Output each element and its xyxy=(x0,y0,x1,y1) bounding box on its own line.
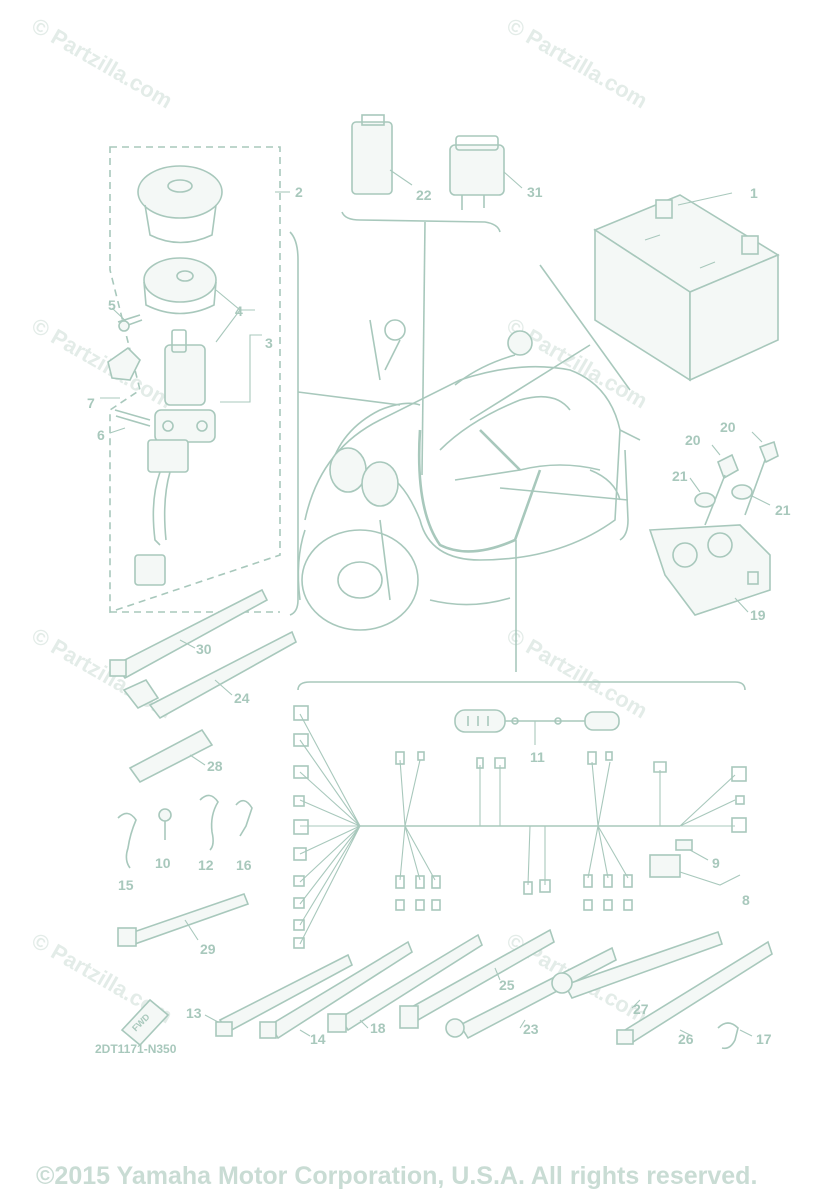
callout-29: 29 xyxy=(200,941,216,957)
callout-5: 5 xyxy=(108,297,116,313)
main-switch-body xyxy=(164,344,206,406)
tie-24 xyxy=(148,630,298,720)
callout-28: 28 xyxy=(207,758,223,774)
callout-19: 19 xyxy=(750,607,766,623)
bolt-20b xyxy=(758,440,779,464)
callout-26: 26 xyxy=(678,1031,694,1047)
callout-17: 17 xyxy=(756,1031,772,1047)
relay-22 xyxy=(351,121,393,195)
relays xyxy=(341,114,523,476)
callout-7: 7 xyxy=(87,395,95,411)
callout-30: 30 xyxy=(196,641,212,657)
washer-21b xyxy=(731,484,753,500)
callout-14: 14 xyxy=(310,1031,326,1047)
clamp-12 xyxy=(199,794,219,851)
callout-3: 3 xyxy=(265,335,273,351)
callout-8: 8 xyxy=(742,892,750,908)
callout-31: 31 xyxy=(527,184,543,200)
part-7 xyxy=(107,346,141,381)
clamp-16 xyxy=(235,799,253,837)
coupler-male xyxy=(584,711,620,731)
callout-16: 16 xyxy=(236,857,252,873)
tie-27 xyxy=(563,930,724,999)
callout-20b: 20 xyxy=(720,419,736,435)
switch-bracket xyxy=(154,409,216,443)
callout-22: 22 xyxy=(416,187,432,203)
bolt-6 xyxy=(114,409,151,427)
callout-12: 12 xyxy=(198,857,214,873)
callout-25: 25 xyxy=(499,977,515,993)
fwd-label xyxy=(120,998,170,1047)
assembly-dashed-box xyxy=(109,146,281,614)
callout-24: 24 xyxy=(234,690,250,706)
callout-numbers: 1 2 3 4 5 6 7 8 9 10 11 12 13 14 15 16 1… xyxy=(87,184,791,1047)
clamp-17 xyxy=(717,1022,739,1050)
connector-11 xyxy=(454,709,620,745)
watermark-6: © Partzilla.com xyxy=(503,623,652,724)
callout-4: 4 xyxy=(235,303,243,319)
callout-2: 2 xyxy=(295,184,303,200)
callout-21b: 21 xyxy=(775,502,791,518)
callout-13: 13 xyxy=(186,1005,202,1021)
cable-ties-lower xyxy=(204,928,773,1050)
coupler-female xyxy=(454,709,506,733)
fuse-box-8 xyxy=(649,854,681,878)
callout-6: 6 xyxy=(97,427,105,443)
bolt-20a xyxy=(716,453,740,480)
switch-connector xyxy=(134,554,166,586)
copyright-notice: ©2015 Yamaha Motor Corporation, U.S.A. A… xyxy=(36,1162,757,1190)
main-switch-assembly xyxy=(100,146,290,614)
watermark-2: © Partzilla.com xyxy=(503,13,652,114)
horn-assembly xyxy=(648,431,779,616)
callout-15: 15 xyxy=(118,877,134,893)
clamp-15 xyxy=(117,812,137,869)
callout-18: 18 xyxy=(370,1020,386,1036)
callout-11: 11 xyxy=(530,749,545,765)
tube-28 xyxy=(128,728,214,784)
diagram-code: 2DT1171-N350 xyxy=(95,1042,177,1056)
callout-1: 1 xyxy=(750,185,758,201)
tie-29 xyxy=(123,892,250,946)
callout-10: 10 xyxy=(155,855,171,871)
scooter-illustration xyxy=(289,231,641,672)
relay-31 xyxy=(449,144,505,196)
callout-20a: 20 xyxy=(685,432,701,448)
front-wheel xyxy=(301,529,419,631)
callout-27: 27 xyxy=(633,1001,649,1017)
callout-21a: 21 xyxy=(672,468,688,484)
fuse-9 xyxy=(675,839,693,851)
watermark-1: © Partzilla.com xyxy=(28,13,177,114)
watermarks: © Partzilla.com © Partzilla.com © Partzi… xyxy=(28,13,652,1029)
washer-21a xyxy=(694,492,716,508)
battery xyxy=(593,192,780,382)
callout-9: 9 xyxy=(712,855,720,871)
harness-left-connectors xyxy=(293,705,309,949)
wire-harness xyxy=(293,681,747,949)
callout-23: 23 xyxy=(523,1021,539,1037)
cable-ties-left xyxy=(109,588,298,1047)
